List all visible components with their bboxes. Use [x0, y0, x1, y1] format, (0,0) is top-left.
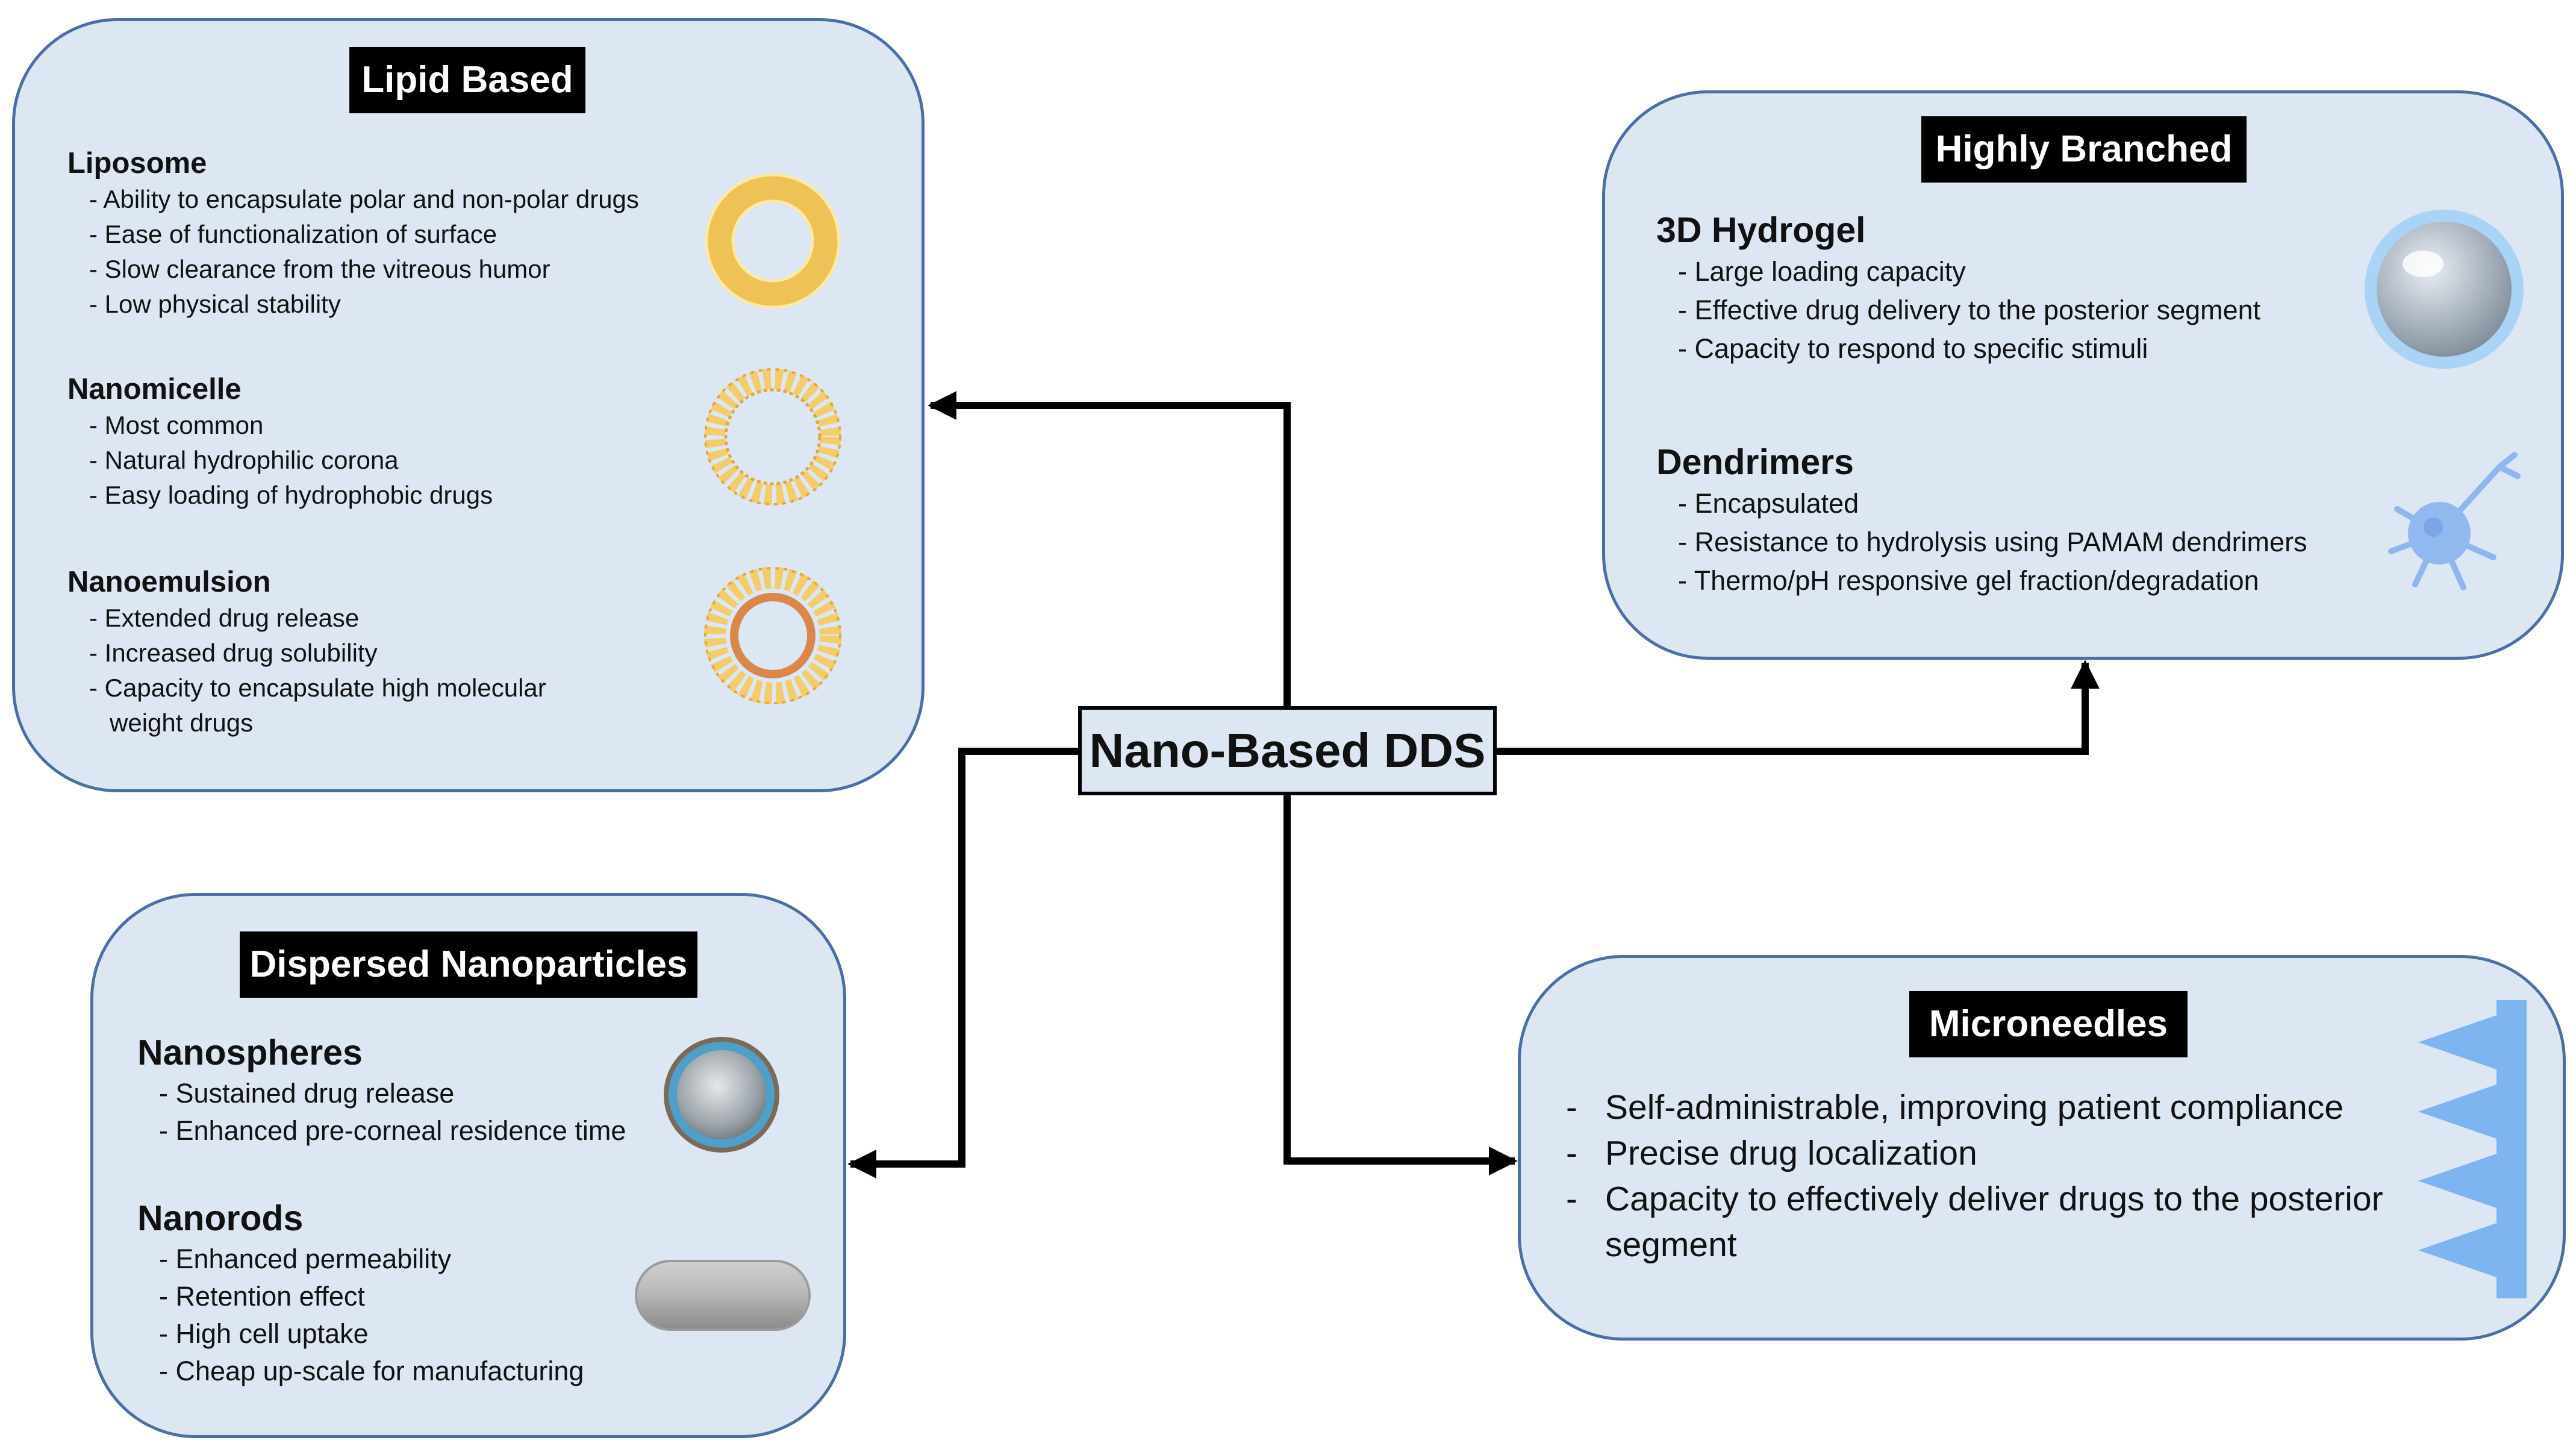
nanospheres-heading: Nanospheres — [137, 1033, 363, 1072]
list-item: Retention effect — [137, 1278, 584, 1315]
nanorods-heading: Nanorods — [137, 1198, 304, 1238]
list-item: Capacity to respond to specific stimuli — [1656, 330, 2260, 368]
list-item: High cell uptake — [137, 1315, 584, 1353]
lipid-based-title: Lipid Based — [349, 47, 585, 113]
list-item: Large loading capacity — [1656, 252, 2260, 291]
dendrimer-icon — [2388, 452, 2521, 590]
list-item: Natural hydrophilic corona — [67, 443, 493, 478]
list-item: Resistance to hydrolysis using PAMAM den… — [1656, 523, 2307, 562]
center-node: Nano-Based DDS — [1078, 706, 1497, 795]
list-item: Encapsulated — [1656, 484, 2307, 523]
highly-branched-title: Highly Branched — [1921, 116, 2247, 183]
arrow-to-microneedles — [1283, 795, 1518, 1175]
list-item: Cheap up-scale for manufacturing — [137, 1353, 584, 1390]
list-item: Capacity to effectively deliver drugs to… — [1566, 1176, 2383, 1268]
list-item: Ease of functionalization of surface — [67, 217, 639, 252]
list-item: Ability to encapsulate polar and non-pol… — [67, 182, 639, 217]
microneedle-icon — [2418, 1000, 2527, 1298]
hydrogel-icon — [2365, 210, 2524, 369]
dispersed-nanoparticles-title: Dispersed Nanoparticles — [240, 931, 697, 998]
list-item-continuation: segment — [1605, 1225, 1737, 1264]
arrow-to-lipid-based — [928, 391, 1291, 706]
nanospheres-section: Nanospheres Sustained drug release Enhan… — [137, 1030, 626, 1150]
list-item: Self-administrable, improving patient co… — [1566, 1084, 2383, 1130]
dendrimers-heading: Dendrimers — [1656, 442, 1854, 482]
list-item: Sustained drug release — [137, 1075, 626, 1112]
nanoemulsion-section: Nanoemulsion Extended drug release Incre… — [67, 563, 546, 740]
nanosphere-icon — [664, 1037, 779, 1153]
nanomicelle-icon — [704, 368, 841, 505]
list-item: Slow clearance from the vitreous humor — [67, 252, 639, 287]
microneedles-list: Self-administrable, improving patient co… — [1566, 1084, 2383, 1268]
dendrimers-section: Dendrimers Encapsulated Resistance to hy… — [1656, 440, 2307, 600]
nanoemulsion-icon — [704, 567, 841, 704]
nanorods-section: Nanorods Enhanced permeability Retention… — [137, 1196, 584, 1390]
liposome-section: Liposome Ability to encapsulate polar an… — [67, 145, 639, 322]
list-item: Enhanced permeability — [137, 1241, 584, 1278]
microneedles-title: Microneedles — [1909, 991, 2188, 1057]
liposome-icon — [705, 173, 841, 309]
liposome-heading: Liposome — [67, 147, 207, 180]
list-item: Precise drug localization — [1566, 1130, 2383, 1176]
list-item: Most common — [67, 408, 493, 443]
list-item: weight drugs — [110, 709, 254, 737]
nanorod-icon — [635, 1260, 811, 1331]
nanomicelle-section: Nanomicelle Most common Natural hydrophi… — [67, 371, 493, 513]
nanomicelle-heading: Nanomicelle — [67, 373, 242, 405]
list-item: Easy loading of hydrophobic drugs — [67, 478, 493, 513]
list-item: Thermo/pH responsive gel fraction/degrad… — [1656, 562, 2307, 600]
3d-hydrogel-section: 3D Hydrogel Large loading capacity Effec… — [1656, 208, 2260, 368]
list-item: Effective drug delivery to the posterior… — [1656, 291, 2261, 330]
arrow-to-highly-branched — [1497, 660, 2100, 755]
list-item: Extended drug release — [67, 601, 546, 636]
list-item: Low physical stability — [67, 287, 639, 322]
list-item: Enhanced pre-corneal residence time — [137, 1112, 626, 1150]
list-item: Capacity to encapsulate high molecular — [67, 671, 546, 706]
3d-hydrogel-heading: 3D Hydrogel — [1656, 210, 1866, 250]
arrow-to-dispersed-nanoparticles — [847, 748, 1078, 1178]
nanoemulsion-heading: Nanoemulsion — [67, 566, 271, 598]
list-item: Increased drug solubility — [67, 636, 546, 671]
